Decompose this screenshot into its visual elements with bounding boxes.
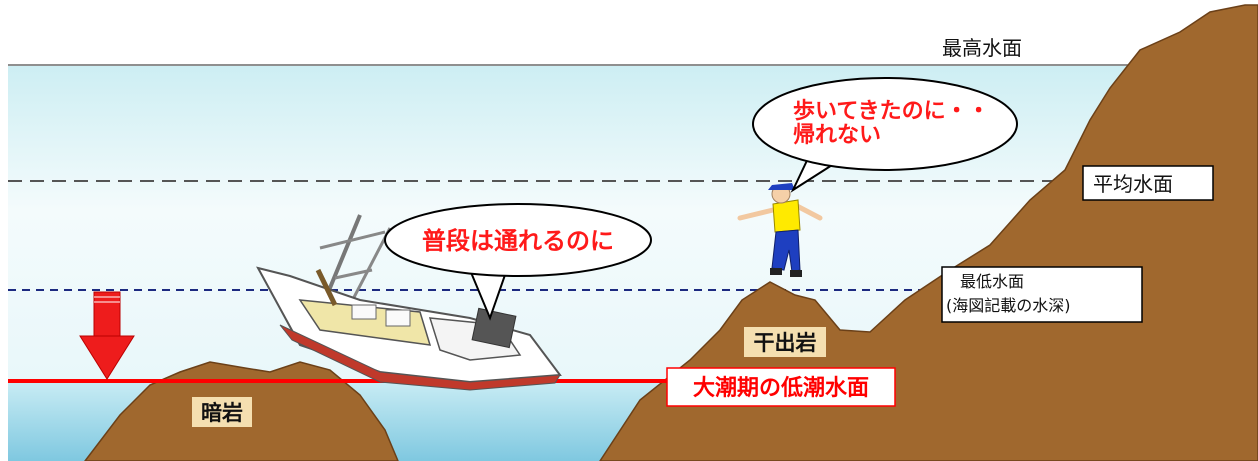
person-icon: [737, 183, 823, 277]
mean-water-label: 平均水面: [1093, 172, 1173, 196]
drying-rock-label: 干出岩: [754, 331, 817, 355]
lowest-water-label-line1: 最低水面: [960, 272, 1024, 291]
spring-low-tide-label-box: [666, 367, 896, 407]
person-bubble-line1: 歩いてきたのに・・: [793, 99, 990, 124]
submerged-rock-label-box: [192, 397, 252, 427]
lowest-water-label-line2: (海図記載の水深): [946, 296, 1071, 315]
lowest-water-label-box: [941, 266, 1143, 323]
mean-water-label-box: [1082, 165, 1214, 201]
spring-low-tide-label: 大潮期の低潮水面: [693, 376, 869, 401]
submerged-rock-label: 暗岩: [201, 401, 243, 425]
highest-water-label: 最高水面: [942, 36, 1022, 60]
person-speech-bubble: 歩いてきたのに・・ 帰れない: [752, 77, 1018, 193]
down-arrow-icon: [79, 291, 135, 380]
drying-rock-label-box: [744, 327, 826, 357]
boat-speech-bubble: 普段は通れるのに: [384, 203, 652, 321]
boat-bubble-text: 普段は通れるのに: [422, 227, 614, 255]
boat-icon: [256, 214, 562, 391]
person-bubble-line2: 帰れない: [793, 123, 881, 148]
